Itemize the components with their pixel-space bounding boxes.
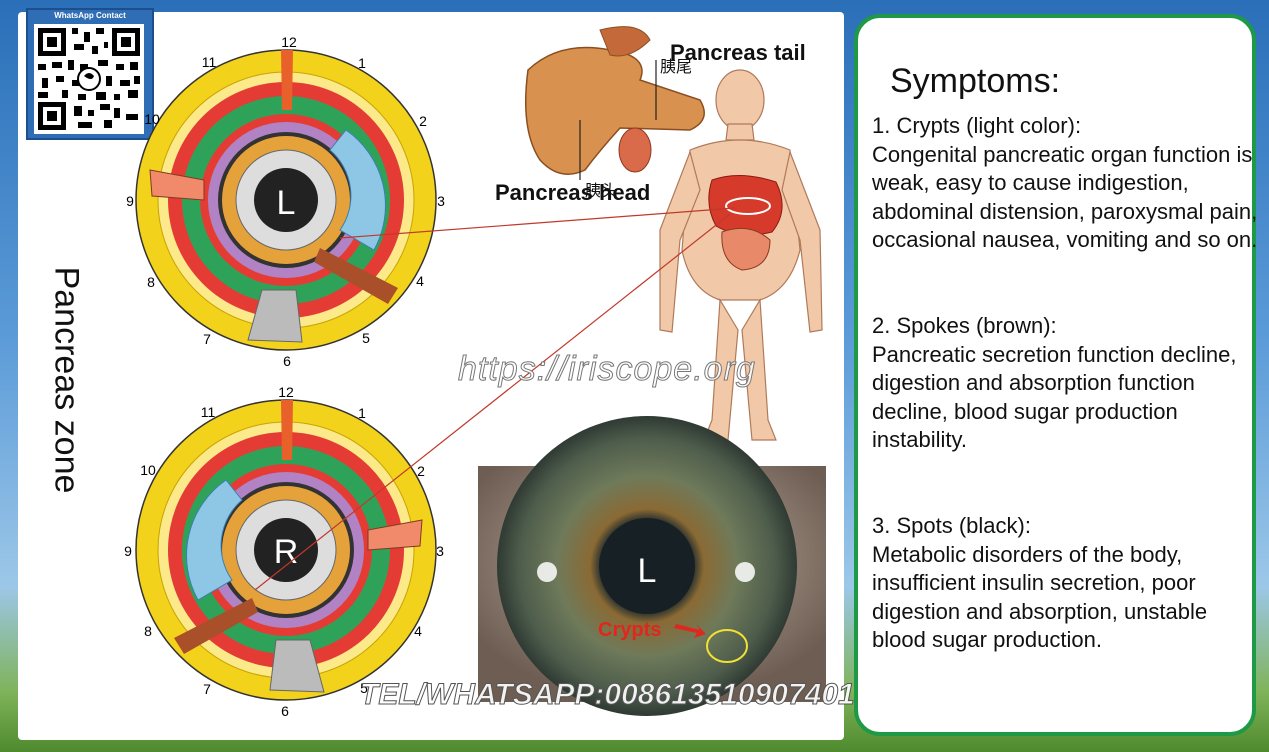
right-hour-2: 2 xyxy=(417,463,425,479)
whatsapp-qr-code[interactable]: WhatsApp Contact xyxy=(26,8,154,140)
left-hour-11: 11 xyxy=(202,54,217,70)
iris-photo: L Crypts xyxy=(478,416,826,716)
symptoms-title: Symptoms: xyxy=(890,62,1061,100)
right-hour-8: 8 xyxy=(144,623,152,639)
left-hour-1: 1 xyxy=(358,55,366,71)
symptom-heading: 3. Spots (black): xyxy=(872,513,1031,538)
qr-pattern xyxy=(34,24,144,134)
right-hour-4: 4 xyxy=(414,623,422,639)
left-hour-12: 12 xyxy=(281,34,297,50)
left-hour-10: 10 xyxy=(144,111,160,127)
symptoms-panel: Symptoms: 1. Crypts (light color): Conge… xyxy=(854,14,1257,736)
right-hour-12: 12 xyxy=(278,384,294,400)
symptom-body: Pancreatic secretion function decline, d… xyxy=(872,341,1237,453)
symptom-body: Congenital pancreatic organ function is … xyxy=(872,141,1258,253)
right-hour-3: 3 xyxy=(436,543,444,559)
left-hour-2: 2 xyxy=(419,113,427,129)
symptom-item: 3. Spots (black): Metabolic disorders of… xyxy=(872,512,1264,655)
digestive-organs xyxy=(708,174,783,271)
symptom-item: 2. Spokes (brown): Pancreatic secretion … xyxy=(872,312,1264,455)
crypts-label: Crypts xyxy=(598,619,661,641)
left-hour-6: 6 xyxy=(283,353,291,369)
eye-letter: L xyxy=(638,552,657,590)
qr-label: WhatsApp Contact xyxy=(54,11,126,20)
pancreas-tail-label: Pancreas tail xyxy=(670,40,806,65)
right-hour-11: 11 xyxy=(201,404,216,420)
left-hour-5: 5 xyxy=(362,330,370,346)
right-hour-7: 7 xyxy=(203,681,211,697)
symptom-body: Metabolic disorders of the body, insuffi… xyxy=(872,541,1208,653)
pancreas-head-cn: 胰头 xyxy=(585,182,617,200)
left-hour-3: 3 xyxy=(437,193,445,209)
pancreas-head-label: Pancreas head xyxy=(495,180,650,205)
right-hour-9: 9 xyxy=(124,543,132,559)
connector-lines xyxy=(254,207,736,591)
symptom-heading: 2. Spokes (brown): xyxy=(872,313,1057,338)
right-iris-chart: R 12 1 2 3 4 5 6 7 8 9 10 11 xyxy=(124,384,444,719)
symptom-item: 1. Crypts (light color): Congenital panc… xyxy=(872,112,1264,255)
left-iris-chart: L 12 1 2 3 4 5 6 7 8 9 10 11 xyxy=(126,34,445,369)
left-hour-7: 7 xyxy=(203,331,211,347)
website-watermark: https://iriscope.org xyxy=(458,350,756,389)
right-hour-5: 5 xyxy=(360,680,368,696)
left-chart-letter: L xyxy=(277,184,296,222)
left-hour-9: 9 xyxy=(126,193,134,209)
pancreas-tail-cn: 胰尾 xyxy=(660,58,692,76)
left-hour-8: 8 xyxy=(147,274,155,290)
right-chart-letter: R xyxy=(274,533,299,571)
right-hour-6: 6 xyxy=(281,703,289,719)
symptom-heading: 1. Crypts (light color): xyxy=(872,113,1082,138)
right-hour-10: 10 xyxy=(140,462,156,478)
pancreas-illustration: Pancreas tail 胰尾 Pancreas head 胰头 xyxy=(495,26,806,205)
left-hour-4: 4 xyxy=(416,273,424,289)
contact-phone: TEL/WHATSAPP:008613510907401 xyxy=(360,678,856,712)
right-hour-1: 1 xyxy=(358,405,366,421)
